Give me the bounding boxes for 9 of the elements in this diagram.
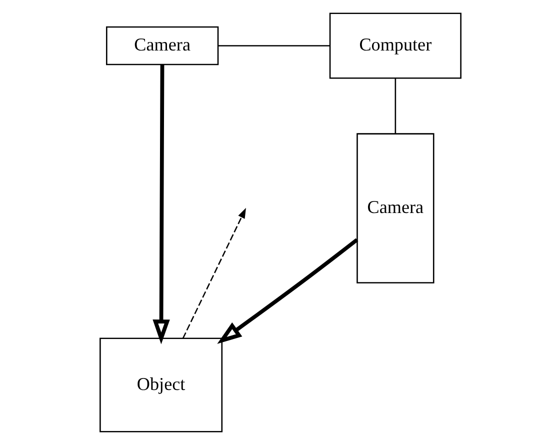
arrow bbox=[152, 64, 170, 344]
connector bbox=[394, 78, 396, 134]
node-box: Camera bbox=[356, 133, 434, 284]
arrow bbox=[182, 208, 246, 339]
connector bbox=[218, 45, 330, 46]
node-box: Object bbox=[99, 338, 222, 432]
arrow bbox=[216, 238, 358, 344]
node-box: Camera bbox=[106, 26, 218, 66]
node-box: Computer bbox=[328, 12, 461, 79]
